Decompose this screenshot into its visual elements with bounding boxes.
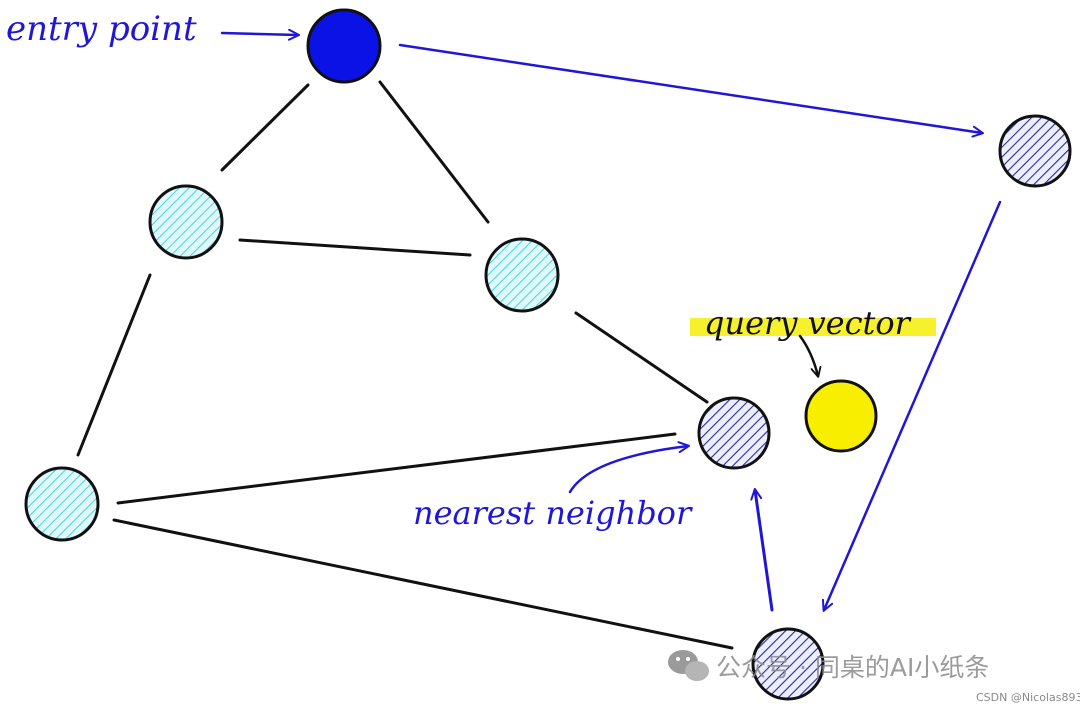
edge-center-nearest: [574, 311, 709, 404]
entry-point-arrow: [220, 28, 300, 41]
graph-edges: [76, 80, 734, 650]
node-nearest-neighbor: [697, 396, 771, 470]
query-vector-highlight: [690, 318, 936, 336]
query-vector-arrow: [798, 334, 822, 378]
search-path: [398, 43, 1002, 612]
edge-left-upper-center: [238, 238, 472, 257]
edge-entry-left-upper: [220, 83, 310, 172]
graph-nodes: [24, 8, 1072, 701]
node-query-vector: [804, 379, 878, 453]
edge-left-lower-nearest: [116, 432, 677, 505]
node-left-upper: [148, 184, 224, 260]
label-entry-point: entry point: [6, 9, 197, 49]
edge-left-lower-bottom: [112, 518, 734, 650]
wechat-icon: [668, 650, 709, 681]
node-center: [484, 237, 560, 313]
watermark: 公众号 · 同桌的AI小纸条 CSDN @Nicolas893: [668, 650, 1080, 704]
label-query-vector: query vector: [704, 304, 912, 342]
search-arrow-bottom-to-nearest: [750, 488, 774, 612]
node-bottom: [751, 627, 825, 701]
node-right-top: [998, 114, 1072, 188]
node-left-lower: [24, 466, 100, 542]
label-nearest-neighbor: nearest neighbor: [413, 494, 693, 532]
watermark-text: 公众号 · 同桌的AI小纸条: [716, 653, 989, 682]
search-arrow-entry-to-right-top: [398, 43, 984, 138]
watermark-credit: CSDN @Nicolas893: [976, 691, 1080, 704]
edge-left-upper-left-lower: [76, 273, 152, 457]
edge-entry-center: [378, 80, 490, 224]
node-entry-point: [306, 8, 382, 84]
search-arrow-right-top-to-bottom: [821, 200, 1002, 612]
nearest-neighbor-arrow: [568, 441, 690, 494]
